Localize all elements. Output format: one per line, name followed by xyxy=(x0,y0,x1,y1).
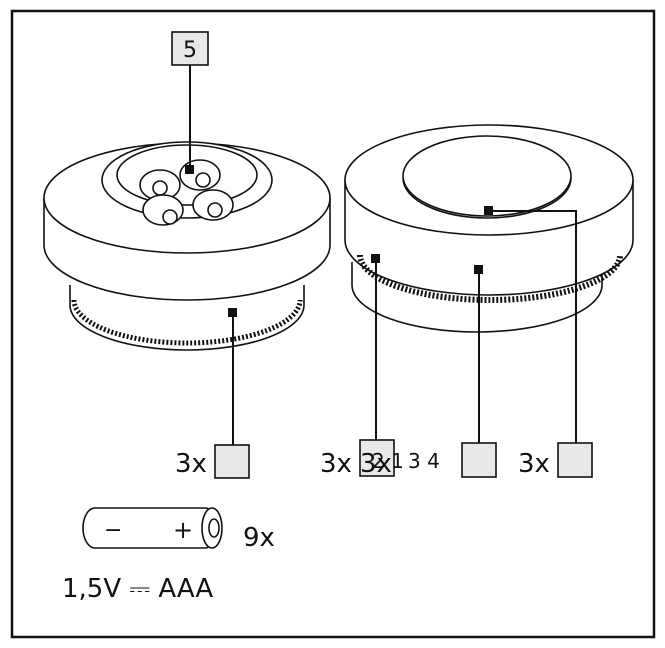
right-puck-light xyxy=(344,124,634,333)
left-quantity-label: 3x xyxy=(175,449,207,479)
middle-overlap-label-a: 3x xyxy=(360,449,392,479)
aaa-battery-icon: − + xyxy=(82,507,223,549)
battery-quantity: 9x xyxy=(243,523,275,553)
diagram-frame xyxy=(10,9,656,639)
callout-right-qty: 3x xyxy=(518,442,593,479)
battery-plus-sign: + xyxy=(173,516,193,544)
middle-quantity-label: 3x xyxy=(320,449,352,479)
right-quantity-label: 3x xyxy=(518,449,550,479)
battery-minus-sign: − xyxy=(104,518,122,543)
middle-number-label: 3 4 xyxy=(408,449,440,473)
middle-overlap-label-b: 2 1 xyxy=(372,449,404,473)
part-number-label: 5 xyxy=(183,38,197,63)
battery-spec: 1,5V ⎓ AAA xyxy=(62,574,213,604)
callout-part-5: 5 xyxy=(171,31,209,66)
left-puck-light xyxy=(43,141,331,351)
callout-middle-group: 3x 3x 2 1 3 4 xyxy=(320,439,497,479)
callout-lines xyxy=(185,65,577,445)
callout-left-qty: 3x xyxy=(175,444,250,479)
